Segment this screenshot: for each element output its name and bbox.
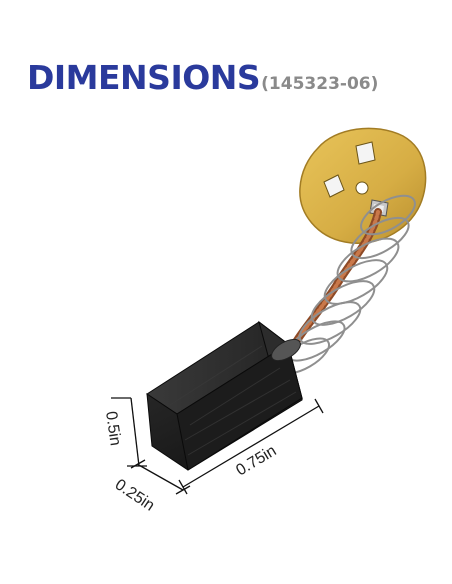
page-heading: DIMENSIONS (145323-06) [27,58,378,97]
part-number: (145323-06) [261,74,379,94]
dimension-lines [111,397,324,495]
dimension-height-label: 0.5in [102,410,124,447]
terminal-plate [299,127,427,244]
spring [278,194,416,375]
dimension-length-label: 0.75in [233,442,279,479]
page-title: DIMENSIONS [27,58,261,97]
carbon-block [146,320,303,471]
dimension-width-label: 0.25in [112,476,158,514]
